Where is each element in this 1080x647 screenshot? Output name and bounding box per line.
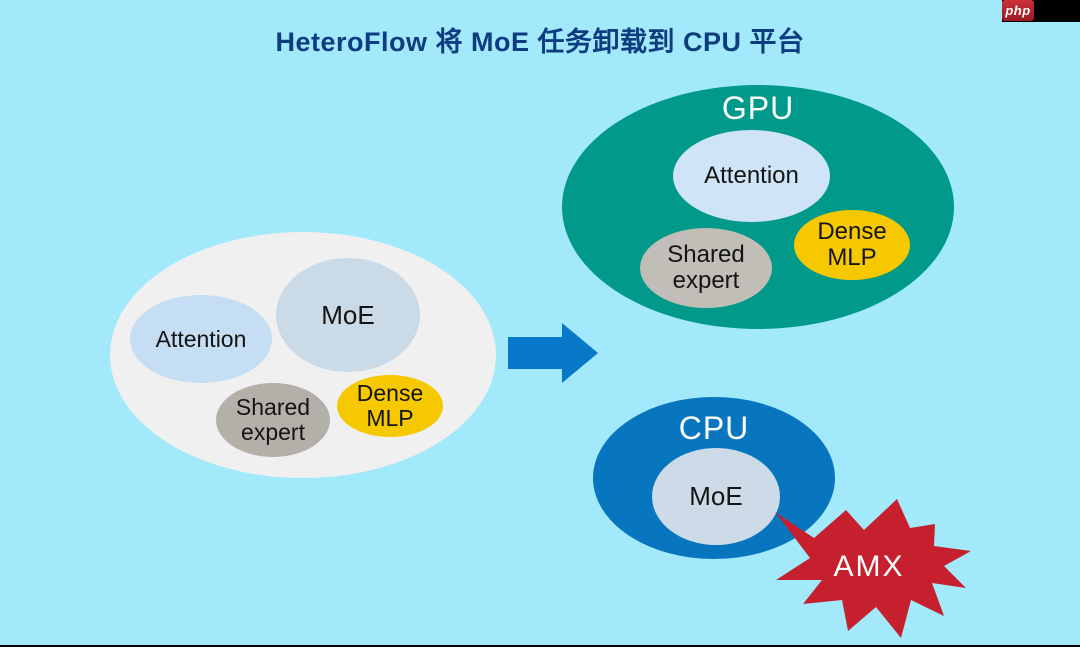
gpu-dense-mlp-label: Dense MLP — [817, 218, 887, 271]
gpu-shared-expert-label: Shared expert — [667, 241, 745, 294]
gpu-label: GPU — [721, 90, 795, 126]
source-dense-mlp-node: Dense MLP — [337, 375, 443, 437]
cpu-moe-node: MoE — [652, 448, 780, 545]
amx-starburst: AMX — [775, 499, 971, 638]
php-watermark-label: php — [1005, 3, 1031, 18]
source-attention-node: Attention — [130, 295, 272, 383]
php-watermark-badge: php — [1002, 0, 1034, 21]
gpu-attention-node: Attention — [673, 130, 830, 222]
source-dense-mlp-label: Dense MLP — [356, 380, 424, 431]
bottom-border-line — [0, 645, 1080, 647]
cpu-label: CPU — [678, 410, 750, 446]
gpu-dense-mlp-node: Dense MLP — [794, 210, 910, 280]
gpu-shared-expert-node: Shared expert — [640, 228, 772, 308]
amx-label: AMX — [833, 550, 904, 583]
page-title: HeteroFlow 将 MoE 任务卸载到 CPU 平台 — [275, 27, 805, 57]
offload-arrow-icon — [508, 323, 598, 383]
source-attention-label: Attention — [155, 325, 247, 352]
gpu-attention-label: Attention — [704, 162, 799, 190]
source-moe-label: MoE — [321, 299, 375, 330]
source-moe-node: MoE — [276, 258, 420, 372]
cpu-moe-label: MoE — [689, 481, 743, 512]
starburst-shape — [775, 499, 971, 638]
source-shared-expert-node: Shared expert — [216, 383, 330, 457]
source-shared-expert-label: Shared expert — [235, 394, 311, 445]
